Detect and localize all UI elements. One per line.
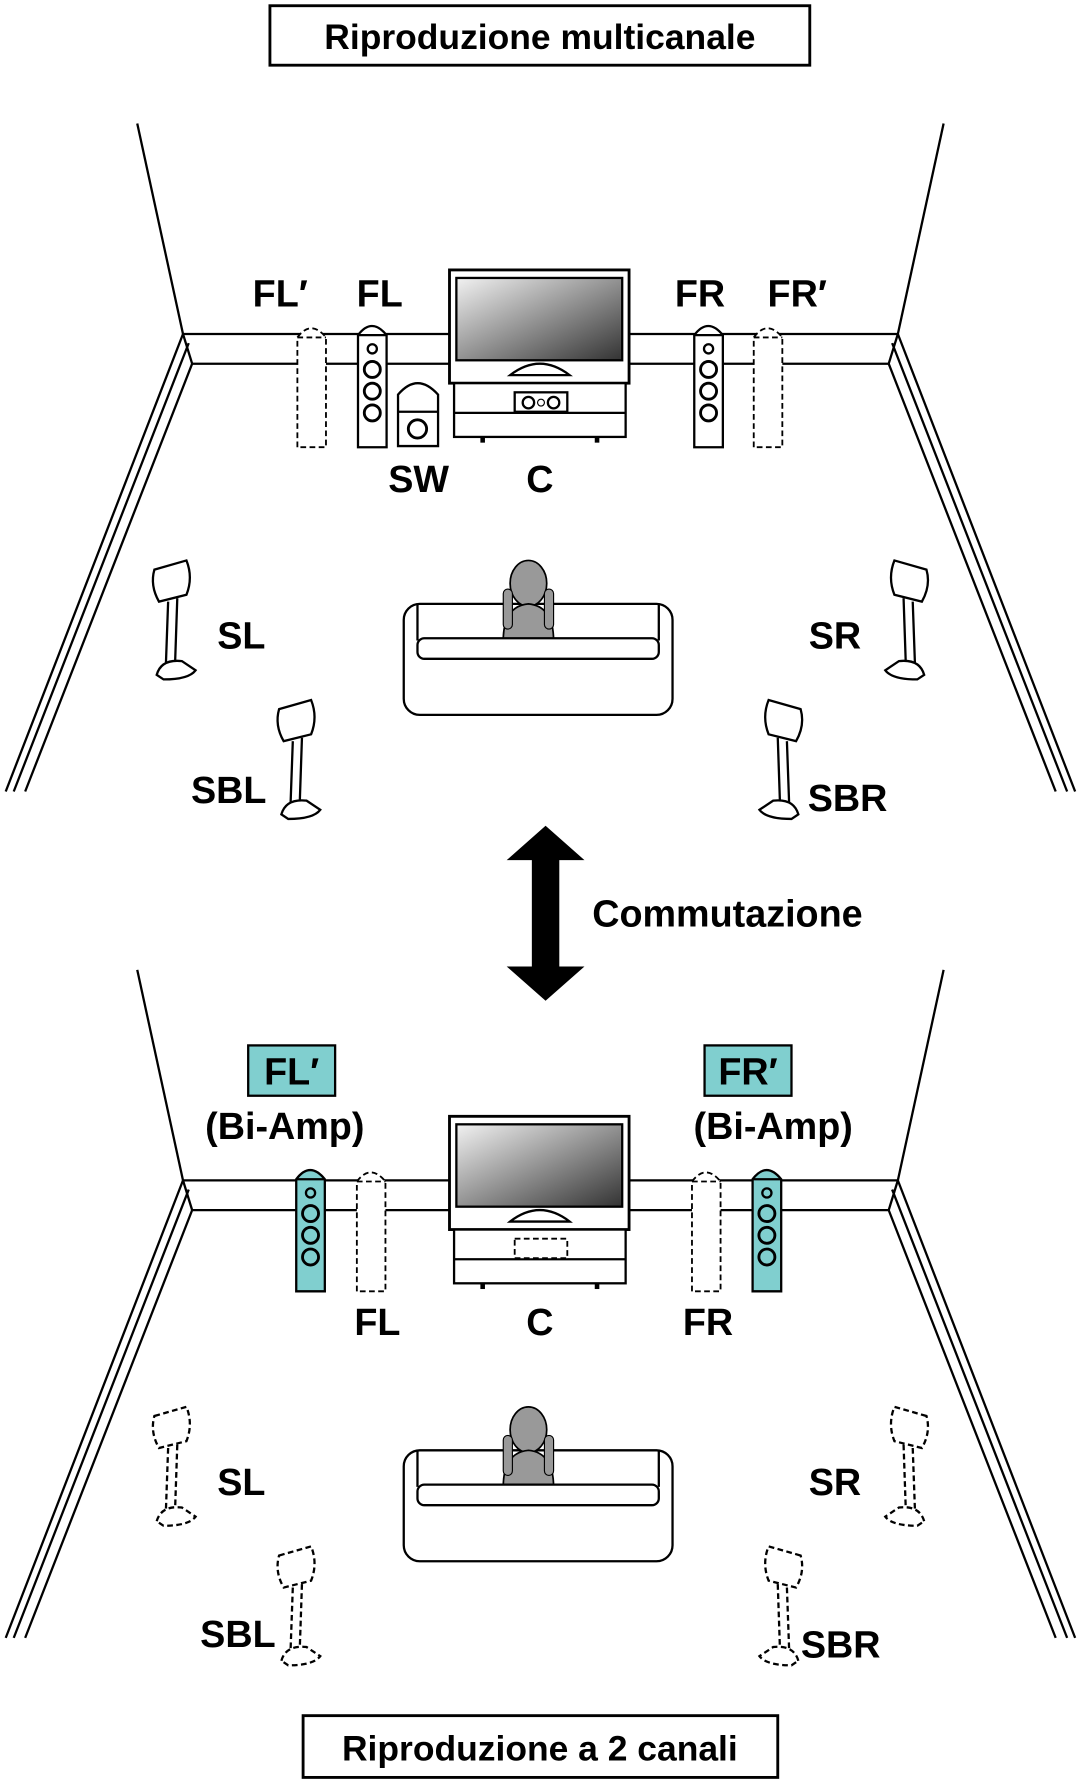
label-sbl: SBL [200, 1613, 275, 1655]
fr-speaker-inactive-icon [691, 1171, 722, 1293]
label-sl: SL [217, 1461, 265, 1503]
label-sr: SR [809, 615, 861, 657]
fl-prime-bi-amp-label: (Bi-Amp) [205, 1105, 364, 1147]
two-channel-title: Riproduzione a 2 canali [342, 1728, 738, 1768]
fr-prime-bi-amp-label: (Bi-Amp) [694, 1105, 853, 1147]
multichannel-title: Riproduzione multicanale [324, 17, 755, 57]
label-c: C [526, 458, 553, 500]
label-fl: FL [354, 1301, 400, 1343]
sl-speaker-icon [151, 559, 197, 681]
subwoofer-icon [396, 382, 440, 448]
fr-prime-bi-amp-speaker-icon [751, 1168, 783, 1293]
label-sw: SW [388, 458, 449, 500]
multichannel-title-box: Riproduzione multicanale [268, 4, 812, 67]
fl-prime-badge: FL′ [247, 1044, 337, 1097]
label-sr: SR [809, 1461, 861, 1503]
fl-speaker-icon [356, 324, 389, 449]
tv-icon [448, 268, 631, 445]
sbl-speaker-icon [276, 698, 322, 821]
fl-prime-speaker-inactive-icon [296, 327, 327, 449]
center-speaker-icon [513, 391, 569, 413]
center-speaker-inactive-icon [513, 1237, 569, 1260]
label-fr: FR [683, 1301, 733, 1343]
label-fl: FL [357, 273, 403, 315]
sbr-speaker-icon [758, 698, 804, 821]
svg-text:FL′: FL′ [264, 1050, 319, 1092]
sofa-listener-icon [402, 1405, 674, 1563]
label-sbl: SBL [191, 769, 266, 811]
fl-prime-bi-amp-speaker-icon [294, 1168, 327, 1293]
tv-icon [448, 1114, 631, 1291]
label-sbr: SBR [808, 777, 888, 819]
fr-prime-badge: FR′ [703, 1044, 793, 1097]
sbl-speaker-inactive-icon [276, 1545, 322, 1667]
fr-prime-speaker-inactive-icon [752, 327, 784, 449]
sr-speaker-icon [884, 559, 930, 681]
label-c: C [526, 1301, 553, 1343]
switch-label: Commutazione [592, 892, 862, 934]
sbr-speaker-inactive-icon [758, 1545, 804, 1667]
label-sbr: SBR [801, 1623, 881, 1665]
label-fr-prime: FR′ [768, 273, 827, 315]
svg-text:FR′: FR′ [718, 1050, 777, 1092]
switch-double-arrow-icon [506, 825, 585, 1001]
fl-speaker-inactive-icon [355, 1171, 387, 1293]
two-channel-title-box: Riproduzione a 2 canali [301, 1714, 780, 1779]
sr-speaker-inactive-icon [884, 1405, 930, 1527]
sofa-listener-icon [402, 559, 674, 717]
label-sl: SL [217, 615, 265, 657]
label-fl-prime: FL′ [253, 273, 308, 315]
fr-speaker-icon [692, 324, 725, 449]
multichannel-room: FL′ FL FR FR′ SW C SL SR SBL SBR [4, 122, 1077, 821]
sl-speaker-inactive-icon [151, 1405, 197, 1527]
label-fr: FR [675, 273, 725, 315]
two-channel-room [4, 968, 1077, 1667]
